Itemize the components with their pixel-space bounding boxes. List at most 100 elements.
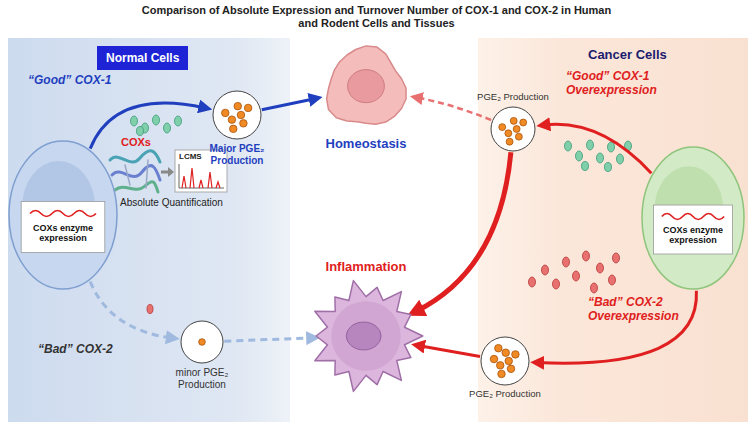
normal-panel [8, 38, 290, 422]
edge-label: “Bad” COX-2 Overexpression [588, 296, 683, 324]
pge-circle: PGE₂ Production [490, 106, 536, 152]
protein-structure [110, 151, 160, 162]
connector-arrow [418, 345, 480, 356]
pge-circle: Major PGE₂ Production [212, 90, 262, 140]
connector-arrow [543, 124, 651, 173]
pge-circle: PGE₂ Production [480, 336, 530, 386]
green-dots-right [582, 162, 589, 171]
pge-molecule [237, 111, 244, 119]
mrna-wave [30, 211, 96, 217]
cell-node: Inflammation [308, 278, 424, 394]
green-dots-right [576, 151, 583, 161]
pge-vesicle [181, 321, 223, 363]
annotation: COXs [121, 136, 151, 149]
process-arrow [168, 167, 174, 177]
red-dots-right [597, 263, 604, 273]
pge-molecule [520, 119, 527, 126]
pge-molecule [244, 104, 252, 112]
red-dots-right [573, 271, 580, 281]
red-dots-right [542, 265, 549, 275]
green-dots-right [587, 140, 594, 150]
connector-arrow [415, 152, 511, 312]
node-text: COXs enzyme expression [656, 225, 731, 245]
node-text: Normal Cells [97, 46, 188, 70]
red-dot-left [147, 305, 153, 314]
green-dots-right [605, 163, 612, 172]
node-text: Homeostasis [311, 137, 421, 152]
connector-arrow [224, 338, 313, 341]
pge-molecule [498, 370, 506, 378]
green-dots-left [131, 115, 182, 136]
annotation: Absolute Quantification [120, 197, 223, 209]
pge-molecule [495, 344, 503, 352]
node-text: COXs enzyme expression [23, 223, 102, 243]
expression-panel [21, 202, 105, 253]
protein-structure [115, 182, 158, 192]
red-dots-right [609, 275, 616, 285]
node-shape [8, 140, 118, 290]
pge-molecule [512, 351, 519, 359]
pge-vesicle [213, 91, 261, 139]
cell-nucleus [348, 70, 385, 103]
pge-molecule [502, 349, 510, 357]
green-dots-right [565, 140, 632, 172]
node-shape [320, 42, 412, 134]
edge-label: “Bad” COX-2 [38, 343, 138, 357]
red-dots-right [563, 257, 570, 267]
node-text: Major PGE₂ Production [191, 143, 283, 166]
green-dots-left [175, 116, 182, 126]
pge-molecule [510, 117, 517, 124]
pge-molecule [496, 362, 504, 370]
pge-molecule [507, 365, 514, 373]
lcms-spectrum [182, 168, 220, 188]
green-dots-right [597, 153, 604, 163]
cell-body [9, 141, 117, 289]
pge-vesicle [481, 337, 529, 385]
protein-structure [110, 151, 160, 192]
pge-molecule [228, 116, 236, 124]
green-dots-left [164, 123, 171, 133]
lcms-spectrum [179, 164, 224, 188]
panel-heading-box: Normal Cells [97, 46, 188, 70]
connector-arrow [537, 291, 696, 363]
green-dots-right [565, 141, 572, 151]
pge-molecule [505, 357, 512, 365]
pge-molecule [490, 355, 498, 363]
red-dots-right [613, 253, 620, 263]
node-text: PGE₂ Production [457, 389, 553, 400]
node-shape [308, 278, 424, 394]
expression-panel [653, 205, 732, 254]
node-text: Inflammation [306, 260, 426, 275]
pge-molecule [199, 339, 206, 346]
connector-arrow [262, 99, 316, 110]
mrna-wave [662, 214, 724, 220]
pge-molecule [222, 109, 230, 117]
cell-nucleus [346, 322, 381, 350]
cell-body [327, 46, 407, 124]
cell-node: COXs enzyme expression [641, 146, 745, 290]
edge-label: “Good” COX-1 [28, 74, 138, 88]
title: Comparison of Absolute Expression and Tu… [140, 4, 613, 29]
node-text: PGE₂ Production [465, 92, 561, 103]
cell-body [642, 147, 744, 289]
pge-molecule [234, 102, 242, 110]
red-dot-left [147, 305, 153, 314]
process-arrow [161, 167, 174, 177]
node-shape [641, 146, 745, 290]
pge-molecule [240, 120, 247, 128]
red-dots-right [529, 251, 620, 293]
edge-label: “Good” COX-1 Overexpression [566, 70, 666, 98]
pge-molecule [230, 125, 238, 133]
protein-structure [112, 166, 160, 180]
annotation: LCMS [179, 152, 202, 161]
red-dots-right [591, 283, 598, 293]
node-shape [480, 336, 530, 386]
pge-molecule [515, 133, 522, 140]
green-dots-left [137, 127, 144, 136]
node-shape [180, 320, 224, 364]
cell-cytoplasm [331, 301, 401, 371]
cell-node: Homeostasis [320, 42, 412, 134]
process-arrow [161, 171, 169, 174]
red-dots-right [529, 277, 536, 287]
